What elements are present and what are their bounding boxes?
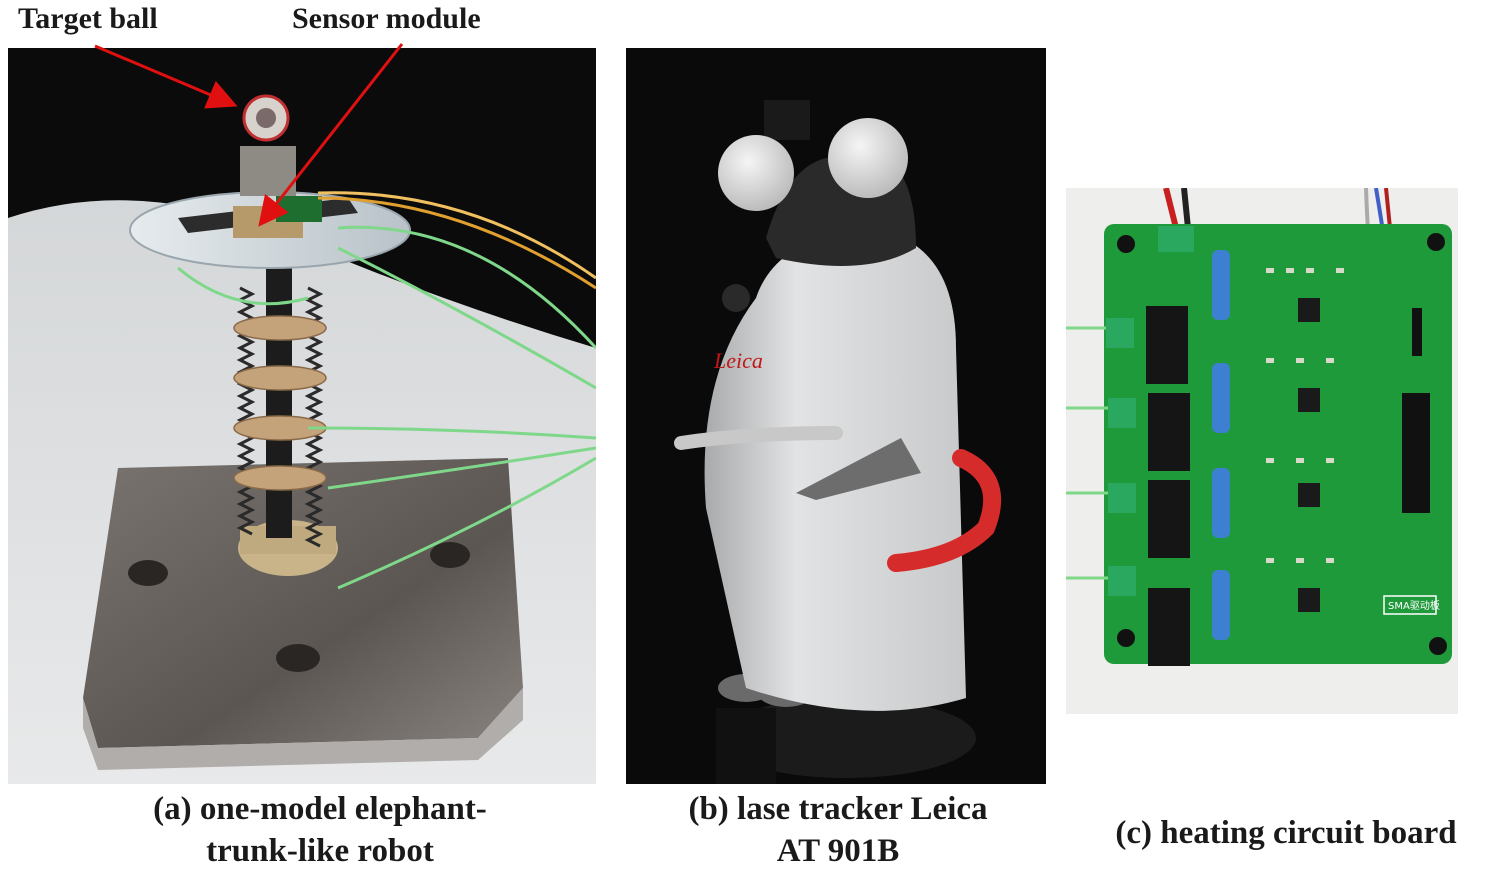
- caption-b-line1: (b) lase tracker Leica: [688, 791, 988, 827]
- laser-tracker-photo: Leica: [626, 48, 1046, 784]
- caption-a-line2: trunk-like robot: [206, 833, 434, 869]
- board-silkscreen-label: SMA驱动板: [1388, 599, 1440, 612]
- caption-c: (c) heating circuit board: [1115, 815, 1457, 851]
- sensor-module-label: Sensor module: [292, 2, 481, 35]
- circuit-board-photo: SMA驱动板: [1066, 188, 1458, 714]
- sensor-module-arrow: [258, 43, 404, 227]
- caption-a: (a) one-model elephant- trunk-like robot: [40, 788, 600, 872]
- caption-a-line1: (a) one-model elephant-: [153, 791, 487, 827]
- robot-photo: [8, 48, 596, 784]
- annotation-arrows: [94, 43, 404, 227]
- caption-b: (b) lase tracker Leica AT 901B: [630, 788, 1046, 872]
- leica-logo: Leica: [713, 348, 763, 373]
- target-ball-label: Target ball: [18, 2, 158, 35]
- caption-b-line2: AT 901B: [776, 833, 900, 869]
- target-ball-arrow: [94, 44, 238, 109]
